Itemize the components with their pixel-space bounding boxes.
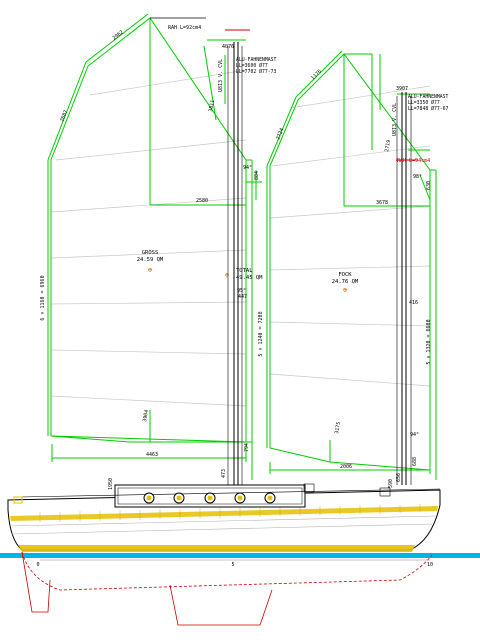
- hull-sheer-lines: [9, 515, 437, 535]
- dim-main-boom: 2580: [196, 198, 208, 204]
- mast-main-spec-vert: U8I3 V. CVL: [218, 59, 224, 92]
- dim-fore-top: 630: [426, 181, 432, 190]
- dim-fore-luff: 5 × 1320 = 6600: [426, 319, 432, 364]
- yard-annotations: [225, 29, 418, 161]
- dim-main-tack: 473: [221, 469, 227, 478]
- rah-fore-label: RAH L=94cm4: [397, 158, 430, 164]
- main-sail-panel-lines: [50, 69, 247, 407]
- dim-main-gap: 447: [238, 294, 247, 300]
- hull: [7, 483, 441, 552]
- main-sail-foot: [50, 435, 247, 443]
- dim-fore-ang2: 94°: [410, 432, 419, 438]
- dim-main-diag: 3811: [208, 99, 216, 112]
- dim-main-head: 2962: [112, 29, 125, 41]
- fore-mast: [396, 92, 412, 485]
- dim-main-foot: 4463: [146, 452, 158, 458]
- station-5: 5: [231, 562, 234, 568]
- mast-main-height-tag: 4076: [222, 44, 234, 50]
- dim-fore-deck: 590: [388, 479, 394, 488]
- dim-main-foot-h: 794: [244, 443, 250, 452]
- waterline: [0, 553, 480, 558]
- dim-fore-boom: 3678: [376, 200, 388, 206]
- dim-fore-foot-h: 688: [412, 457, 418, 466]
- total-center-mark: ⊕: [225, 271, 230, 279]
- dim-fore-small: 3175: [334, 421, 342, 434]
- dim-fore-diag: 2719: [384, 139, 392, 152]
- dim-fore-tack: 656: [396, 473, 402, 482]
- hull-planking: [39, 504, 421, 522]
- fore-sail-center-mark: ⊕: [343, 286, 348, 294]
- dim-fore-head2: 2724: [275, 127, 285, 140]
- fore-sail-outline: [269, 53, 431, 471]
- dim-fore-foot: 2006: [340, 464, 352, 470]
- fore-sail: [266, 50, 437, 480]
- hull-boottop: [18, 545, 415, 552]
- station-0: 0: [36, 562, 39, 568]
- dim-fore-gap: 416: [409, 300, 418, 306]
- hull-gold-stripe-top: [10, 506, 438, 521]
- dim-fore-ang1: 98°: [413, 174, 422, 180]
- main-sail-center-mark: ⊕: [148, 266, 153, 274]
- dim-main-leech: 5 × 1240 = 7208: [258, 311, 264, 356]
- mast-fore-spec-vert: U8I3 V. CVL: [392, 103, 398, 136]
- dim-main-top: 884: [254, 171, 260, 180]
- dim-main-luff: 6 × 1160 = 6960: [40, 275, 46, 320]
- fore-sail-panel-lines: [269, 85, 431, 387]
- dim-main-small: 3904: [142, 409, 150, 422]
- main-sail-outline: [50, 17, 247, 443]
- portlight-rims: [146, 495, 273, 501]
- rah-main-label: RAH L=92cm4: [168, 25, 201, 31]
- dim-main-ang2: 95°: [237, 288, 246, 294]
- main-mast: [227, 42, 243, 485]
- dim-cabin: 1950: [108, 478, 114, 490]
- main-sail: [47, 13, 262, 480]
- dim-main-head2: 2087: [59, 109, 69, 122]
- dim-fore-head: 1176: [310, 69, 323, 82]
- mast-fore-height-tag: 3907: [396, 86, 408, 92]
- keel-underbody: [21, 551, 433, 626]
- station-10: 10: [427, 562, 433, 568]
- dim-main-ang1: 94°: [243, 165, 252, 171]
